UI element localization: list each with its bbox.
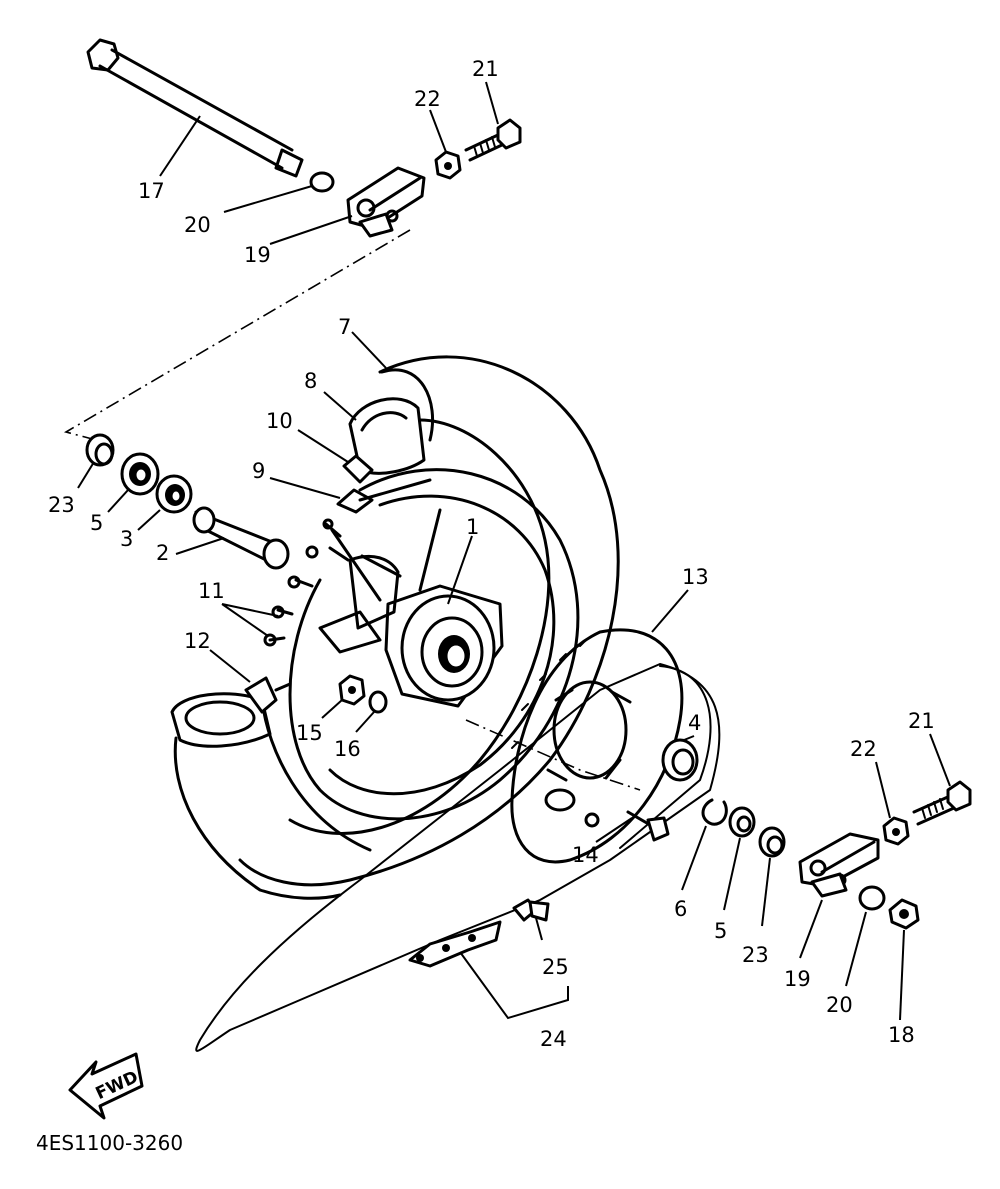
washer-lower — [858, 885, 886, 911]
callout-15: 15 — [296, 721, 323, 745]
tire — [238, 355, 620, 887]
bearing-3 — [155, 474, 193, 514]
chain-puller-lower — [798, 832, 880, 898]
assembly-line-upper — [63, 229, 411, 441]
callout-18: 18 — [888, 1023, 915, 1047]
callout-23-right: 23 — [742, 943, 769, 967]
callout-9: 9 — [252, 459, 265, 483]
nut-lower-22 — [882, 816, 910, 846]
circlip-6 — [701, 798, 728, 826]
adjust-bolt-lower — [912, 780, 972, 826]
callout-17: 17 — [138, 179, 165, 203]
leader-lines — [77, 81, 951, 1021]
callout-22-upper: 22 — [414, 87, 441, 111]
drawing-code: 4ES1100-3260 — [36, 1131, 183, 1155]
adjust-bolt-upper — [464, 118, 522, 162]
chain-puller-upper — [346, 166, 426, 238]
callout-6: 6 — [674, 897, 687, 921]
callout-7: 7 — [338, 315, 351, 339]
callout-12: 12 — [184, 629, 211, 653]
callout-21-lower: 21 — [908, 709, 935, 733]
callout-10: 10 — [266, 409, 293, 433]
axle-nut-18 — [888, 898, 920, 930]
callout-24: 24 — [540, 1027, 567, 1051]
forward-arrow-badge: FWD — [68, 1052, 144, 1120]
callout-13: 13 — [682, 565, 709, 589]
spacer-4 — [661, 738, 699, 782]
bearing-right — [728, 806, 756, 838]
callout-22-lower: 22 — [850, 737, 877, 761]
chain-links — [408, 920, 502, 968]
bolt-14 — [626, 810, 670, 842]
callout-11: 11 — [198, 579, 225, 603]
tube — [348, 397, 426, 475]
wheel-rim — [288, 468, 580, 821]
wheel-hub — [318, 508, 504, 708]
callout-2: 2 — [156, 541, 169, 565]
collar-right — [758, 826, 786, 858]
assembly-line-lower — [465, 719, 641, 791]
nut-upper — [434, 150, 462, 180]
bearing-left — [120, 452, 160, 496]
spacer-tube — [192, 506, 290, 570]
callout-5-left: 5 — [90, 511, 103, 535]
callout-5-right: 5 — [714, 919, 727, 943]
callout-23-left: 23 — [48, 493, 75, 517]
callout-1: 1 — [466, 515, 479, 539]
callout-14: 14 — [572, 843, 599, 867]
spoke-bolts — [263, 518, 350, 647]
callout-19-upper: 19 — [244, 243, 271, 267]
callout-21-upper: 21 — [472, 57, 499, 81]
rim-band — [336, 488, 374, 514]
callout-3: 3 — [120, 527, 133, 551]
collar-left — [85, 433, 115, 467]
washer-16 — [368, 690, 388, 714]
callout-numbers: 17 20 19 22 21 7 8 10 9 23 5 3 2 1 11 12… — [48, 57, 935, 1051]
rear-axle — [86, 38, 304, 178]
drive-chain — [195, 663, 721, 1052]
washer-upper — [309, 171, 335, 193]
callout-16: 16 — [334, 737, 361, 761]
callout-8: 8 — [304, 369, 317, 393]
callout-20-upper: 20 — [184, 213, 211, 237]
valve — [342, 454, 374, 484]
callout-4: 4 — [688, 711, 701, 735]
brake-shoe-panel — [170, 676, 372, 900]
callout-19-lower: 19 — [784, 967, 811, 991]
nut-15 — [338, 674, 366, 706]
master-link — [512, 898, 550, 922]
callout-25: 25 — [542, 955, 569, 979]
callout-20-lower: 20 — [826, 993, 853, 1017]
